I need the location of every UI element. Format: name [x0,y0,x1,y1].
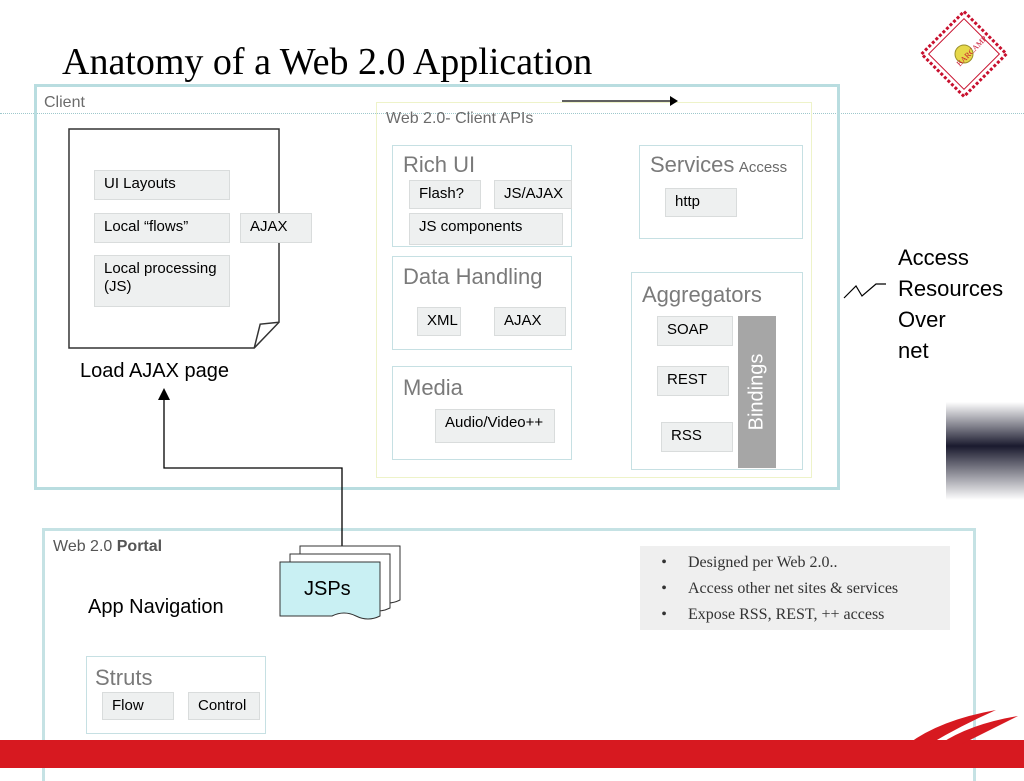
squiggle-icon [843,283,886,299]
portal-label-bold: Portal [116,538,163,555]
access-line-3: Over [898,307,946,332]
bullet-text: Expose RSS, REST, ++ access [688,606,885,623]
bullet-text: Access other net sites & services [688,580,899,597]
footer-red-bar [0,740,1024,768]
chip-rss: RSS [661,422,733,452]
chip-flash: Flash? [409,180,481,209]
chip-local-processing: Local processing (JS) [94,255,230,307]
chip-soap: SOAP [657,316,733,346]
chip-flow: Flow [102,692,174,720]
media-title: Media [403,375,463,400]
data-handling-title: Data Handling [403,264,543,289]
services-title-row: Services Access [650,152,787,178]
bindings-label: Bindings [745,353,768,431]
slide-title: Anatomy of a Web 2.0 Application [62,41,593,83]
bullet-item: •Designed per Web 2.0.. [661,554,838,571]
access-text: Access Resources Over net [898,242,1003,366]
chip-ajax-data: AJAX [494,307,566,336]
chip-control: Control [188,692,260,720]
top-arrow-icon [562,96,678,106]
chip-http: http [665,188,737,217]
chip-js-ajax: JS/AJAX [494,180,572,209]
client-label: Client [44,94,85,111]
portal-panel [42,528,976,781]
access-line-1: Access [898,245,969,270]
client-panel [34,84,840,490]
portal-bullet-list: •Designed per Web 2.0.. •Access other ne… [640,546,950,630]
struts-title: Struts [95,665,153,690]
jsps-label: JSPs [304,578,351,600]
jsp-to-client-arrow-icon [158,388,343,552]
bullet-item: •Expose RSS, REST, ++ access [661,606,885,623]
access-line-4: net [898,338,929,363]
gradient-decoration [946,402,1024,500]
jsps-documents-icon [279,545,401,620]
services-title-suffix: Access [738,159,788,176]
chip-ajax-client: AJAX [240,213,312,243]
access-line-2: Resources [898,276,1004,301]
aggregators-title: Aggregators [642,282,762,307]
chip-ui-layouts: UI Layouts [94,170,230,200]
chip-xml: XML [417,307,461,336]
title-divider [0,113,1024,114]
chip-local-flows: Local “flows” [94,213,230,243]
bullet-text: Designed per Web 2.0.. [688,554,838,571]
bullet-item: •Access other net sites & services [661,580,899,597]
barcamp-logo: BARCAMP [919,9,1009,99]
chip-js-components: JS components [409,213,563,245]
rich-ui-title: Rich UI [403,152,476,177]
chip-rest: REST [657,366,729,396]
bindings-bar: Bindings [738,316,776,468]
client-apis-box [376,102,812,478]
app-navigation-label: App Navigation [88,596,224,618]
portal-label-prefix: Web 2.0 [53,538,117,555]
load-ajax-label: Load AJAX page [80,360,230,382]
client-apis-label: Web 2.0- Client APIs [386,110,534,127]
chip-audio-video: Audio/Video++ [435,409,555,443]
portal-label: Web 2.0 Portal [53,538,162,556]
footer-swoosh-icon [908,710,1018,744]
services-title: Services [650,152,735,177]
